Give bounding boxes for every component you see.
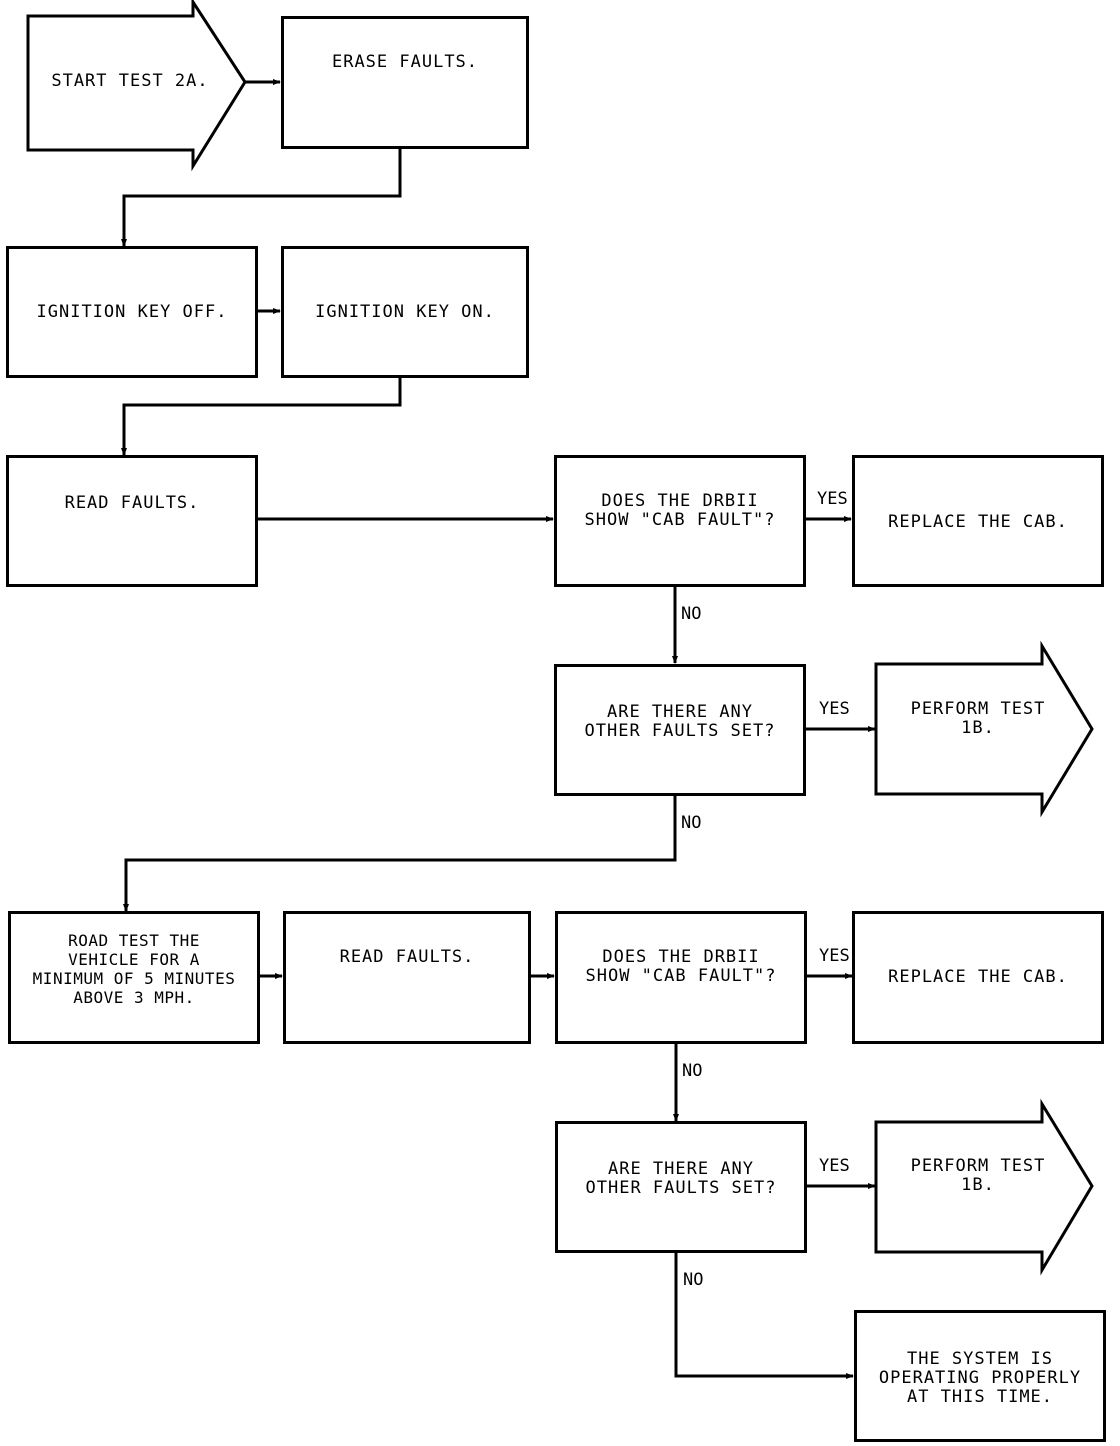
start-node: START TEST 2A. [51,71,209,91]
system-ok-box: THE SYSTEM IS OPERATING PROPERLY AT THIS… [854,1310,1106,1442]
does-drb-2-text: DOES THE DRBII SHOW "CAB FAULT"? [585,947,777,986]
ignition-on-text: IGNITION KEY ON. [315,302,495,322]
no-label-1: NO [681,604,702,624]
other-faults-1-text: ARE THERE ANY OTHER FAULTS SET? [584,702,776,741]
perform-test-2-text: PERFORM TEST 1B. [910,1156,1046,1195]
yes-label-1: YES [817,489,848,509]
road-test-text: ROAD TEST THE VEHICLE FOR A MINIMUM OF 5… [32,931,236,1007]
ignition-off-box: IGNITION KEY OFF. [6,246,258,378]
read-faults-1-text: READ FAULTS. [64,493,200,513]
does-drb-1-box: DOES THE DRBII SHOW "CAB FAULT"? [554,455,806,587]
no-label-3: NO [682,1061,703,1081]
no-label-2: NO [681,813,702,833]
does-drb-2-box: DOES THE DRBII SHOW "CAB FAULT"? [555,911,807,1044]
replace-cab-1-text: REPLACE THE CAB. [888,512,1068,532]
erase-faults-box: ERASE FAULTS. [281,16,529,149]
ignition-off-text: IGNITION KEY OFF. [36,302,228,322]
replace-cab-2-box: REPLACE THE CAB. [852,911,1104,1044]
ignition-on-box: IGNITION KEY ON. [281,246,529,378]
no-label-4: NO [683,1270,704,1290]
perform-test-2-arrow-shape [874,1098,1094,1276]
other-faults-2-box: ARE THERE ANY OTHER FAULTS SET? [555,1121,807,1253]
replace-cab-1-box: REPLACE THE CAB. [852,455,1104,587]
replace-cab-2-text: REPLACE THE CAB. [888,967,1068,987]
perform-test-1-text: PERFORM TEST 1B. [910,699,1046,738]
yes-label-3: YES [819,946,850,966]
yes-label-4: YES [819,1156,850,1176]
read-faults-2-box: READ FAULTS. [283,911,531,1044]
other-faults-2-text: ARE THERE ANY OTHER FAULTS SET? [585,1159,777,1198]
erase-faults-text: ERASE FAULTS. [331,52,479,72]
read-faults-2-text: READ FAULTS. [339,947,475,967]
other-faults-1-box: ARE THERE ANY OTHER FAULTS SET? [554,664,806,796]
does-drb-1-text: DOES THE DRBII SHOW "CAB FAULT"? [584,491,776,530]
start-arrow-shape [26,0,247,172]
road-test-box: ROAD TEST THE VEHICLE FOR A MINIMUM OF 5… [8,911,260,1044]
system-ok-text: THE SYSTEM IS OPERATING PROPERLY AT THIS… [878,1349,1082,1407]
read-faults-1-box: READ FAULTS. [6,455,258,587]
yes-label-2: YES [819,699,850,719]
perform-test-1-arrow-shape [874,640,1094,818]
